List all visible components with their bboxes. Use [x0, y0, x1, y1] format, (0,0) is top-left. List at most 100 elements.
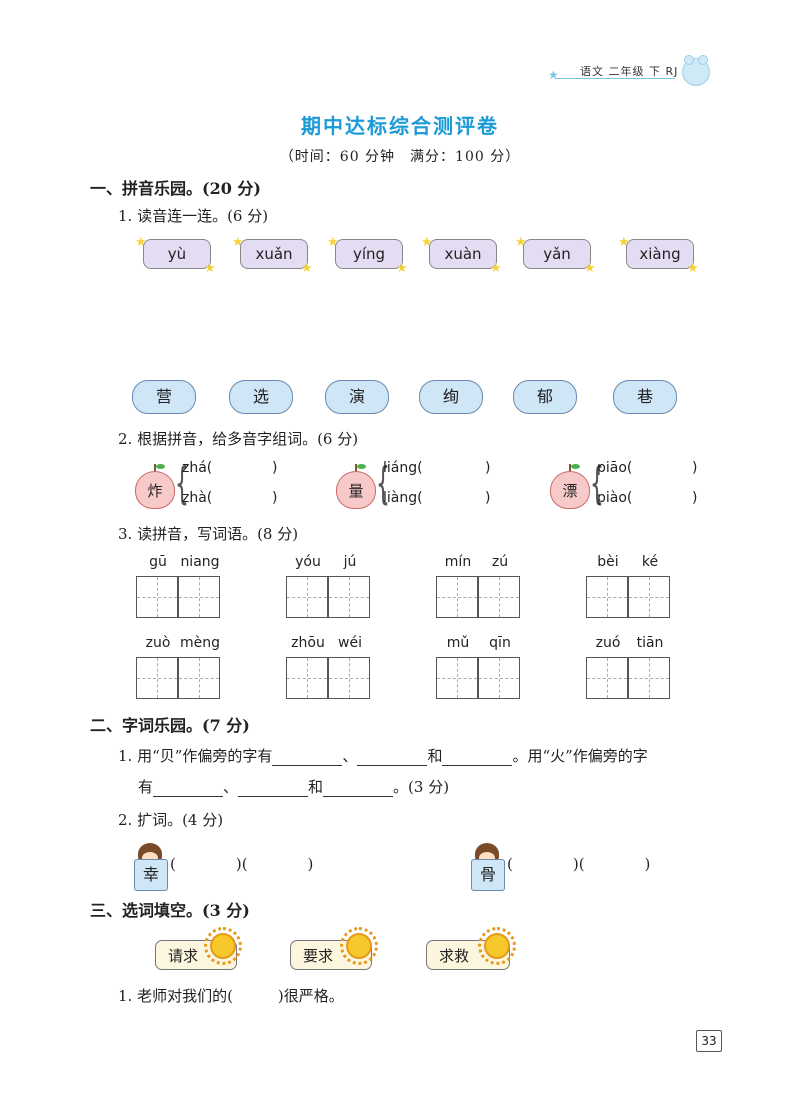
writing-cell[interactable] [178, 657, 220, 699]
fill-in-sentence: 1. 老师对我们的( )很严格。 [118, 987, 344, 1005]
pinyin-box[interactable]: yù [143, 239, 211, 269]
pinyin-syllable: wéi [338, 635, 362, 651]
answer-blank[interactable] [272, 749, 343, 766]
pinyin-syllable: mín [444, 554, 472, 570]
pinyin-syllable: jú [343, 554, 357, 570]
writing-cell[interactable] [628, 576, 670, 618]
writing-cell[interactable] [628, 657, 670, 699]
close-paren: ) [692, 490, 698, 506]
leaf-icon [571, 464, 580, 469]
star-icon: ★ [301, 261, 313, 276]
sun-icon [210, 933, 236, 959]
polyphone-reading: liáng( [383, 460, 423, 476]
radical-question-line1: 1. 用“贝”作偏旁的字有 、 和 。用“火”作偏旁的字 [118, 745, 648, 766]
writing-cell[interactable] [328, 576, 370, 618]
star-icon: ★ [421, 235, 433, 250]
pinyin-syllable: qīn [489, 635, 511, 651]
char-cloud[interactable]: 巷 [613, 380, 677, 414]
writing-cell[interactable] [136, 576, 178, 618]
writing-cell[interactable] [436, 657, 478, 699]
star-icon: ★ [515, 235, 527, 250]
answer-blank[interactable] [323, 780, 394, 797]
star-icon: ★ [135, 235, 147, 250]
q3-label: 3. 读拼音，写词语。(8 分) [118, 525, 299, 543]
sun-rays [340, 927, 378, 965]
polyphone-reading: piào( [597, 490, 633, 506]
pinyin-box[interactable]: xuǎn [240, 239, 308, 269]
close-paren: ) [485, 490, 491, 506]
leaf-icon [357, 464, 366, 469]
star-icon: ★ [204, 261, 216, 276]
brace: { [376, 458, 390, 509]
pinyin-syllable: zuó [595, 635, 621, 651]
char-cloud[interactable]: 选 [229, 380, 293, 414]
and-text: 和 [427, 747, 443, 765]
writing-cell[interactable] [328, 657, 370, 699]
sun-rays [478, 927, 516, 965]
pinyin-syllable: niang [180, 554, 220, 570]
apple-stem [154, 464, 156, 472]
writing-cell[interactable] [286, 657, 328, 699]
pinyin-box[interactable]: yǎn [523, 239, 591, 269]
section2-heading: 二、字词乐园。(7 分) [90, 716, 250, 735]
expand-blanks[interactable]: ( )( ) [507, 855, 651, 873]
char-cloud[interactable]: 演 [325, 380, 389, 414]
polyphone-reading: zhá( [182, 460, 213, 476]
char-card: 幸 [134, 859, 168, 891]
radical-text: 。用“火”作偏旁的字 [512, 747, 648, 765]
writing-cell[interactable] [436, 576, 478, 618]
sun-icon [484, 933, 510, 959]
writing-cell[interactable] [478, 576, 520, 618]
pinyin-box[interactable]: yíng [335, 239, 403, 269]
close-paren: ) [692, 460, 698, 476]
pinyin-syllable: zhōu [291, 635, 325, 651]
answer-blank[interactable] [238, 780, 309, 797]
char-cloud[interactable]: 郁 [513, 380, 577, 414]
writing-cell[interactable] [586, 576, 628, 618]
star-icon: ★ [490, 261, 502, 276]
pinyin-syllable: zú [491, 554, 509, 570]
answer-blank[interactable] [442, 749, 513, 766]
apple-icon: 漂 [550, 471, 590, 509]
pinyin-syllable: gū [149, 554, 167, 570]
pinyin-syllable: yóu [295, 554, 321, 570]
char-cloud[interactable]: 营 [132, 380, 196, 414]
answer-blank[interactable] [357, 749, 428, 766]
expand-blanks[interactable]: ( )( ) [170, 855, 314, 873]
leaf-icon [156, 464, 165, 469]
header-rule [555, 78, 675, 79]
brace: { [175, 458, 189, 509]
pinyin-box[interactable]: xuàn [429, 239, 497, 269]
writing-cell[interactable] [178, 576, 220, 618]
radical-text: 1. 用“贝”作偏旁的字有 [118, 747, 273, 765]
apple-stem [355, 464, 357, 472]
pinyin-syllable: mǔ [446, 635, 470, 651]
pinyin-syllable: bèi [597, 554, 619, 570]
pinyin-box[interactable]: xiàng [626, 239, 694, 269]
bear-icon [682, 55, 710, 86]
writing-cell[interactable] [286, 576, 328, 618]
pinyin-syllable: zuò [145, 635, 171, 651]
pinyin-syllable: ké [641, 554, 659, 570]
star-icon: ★ [584, 261, 596, 276]
star-icon: ★ [232, 235, 244, 250]
section3-heading: 三、选词填空。(3 分) [90, 901, 250, 920]
page-number: 33 [696, 1030, 722, 1052]
answer-blank[interactable] [153, 780, 224, 797]
polyphone-reading: liàng( [383, 490, 423, 506]
writing-cell[interactable] [586, 657, 628, 699]
close-paren: ) [272, 460, 278, 476]
star-icon: ★ [687, 261, 699, 276]
writing-cell[interactable] [136, 657, 178, 699]
page-subtitle: （时间：60 分钟 满分：100 分） [279, 149, 521, 165]
writing-cell[interactable] [478, 657, 520, 699]
q1-label: 1. 读音连一连。(6 分) [118, 207, 269, 225]
close-paren: ) [485, 460, 491, 476]
radical-text: 有 [138, 778, 154, 796]
char-cloud[interactable]: 绚 [419, 380, 483, 414]
pinyin-syllable: tiān [636, 635, 664, 651]
apple-stem [569, 464, 571, 472]
separator: 、 [342, 747, 358, 765]
polyphone-reading: piāo( [597, 460, 633, 476]
expand-words-label: 2. 扩词。(4 分) [118, 811, 224, 829]
